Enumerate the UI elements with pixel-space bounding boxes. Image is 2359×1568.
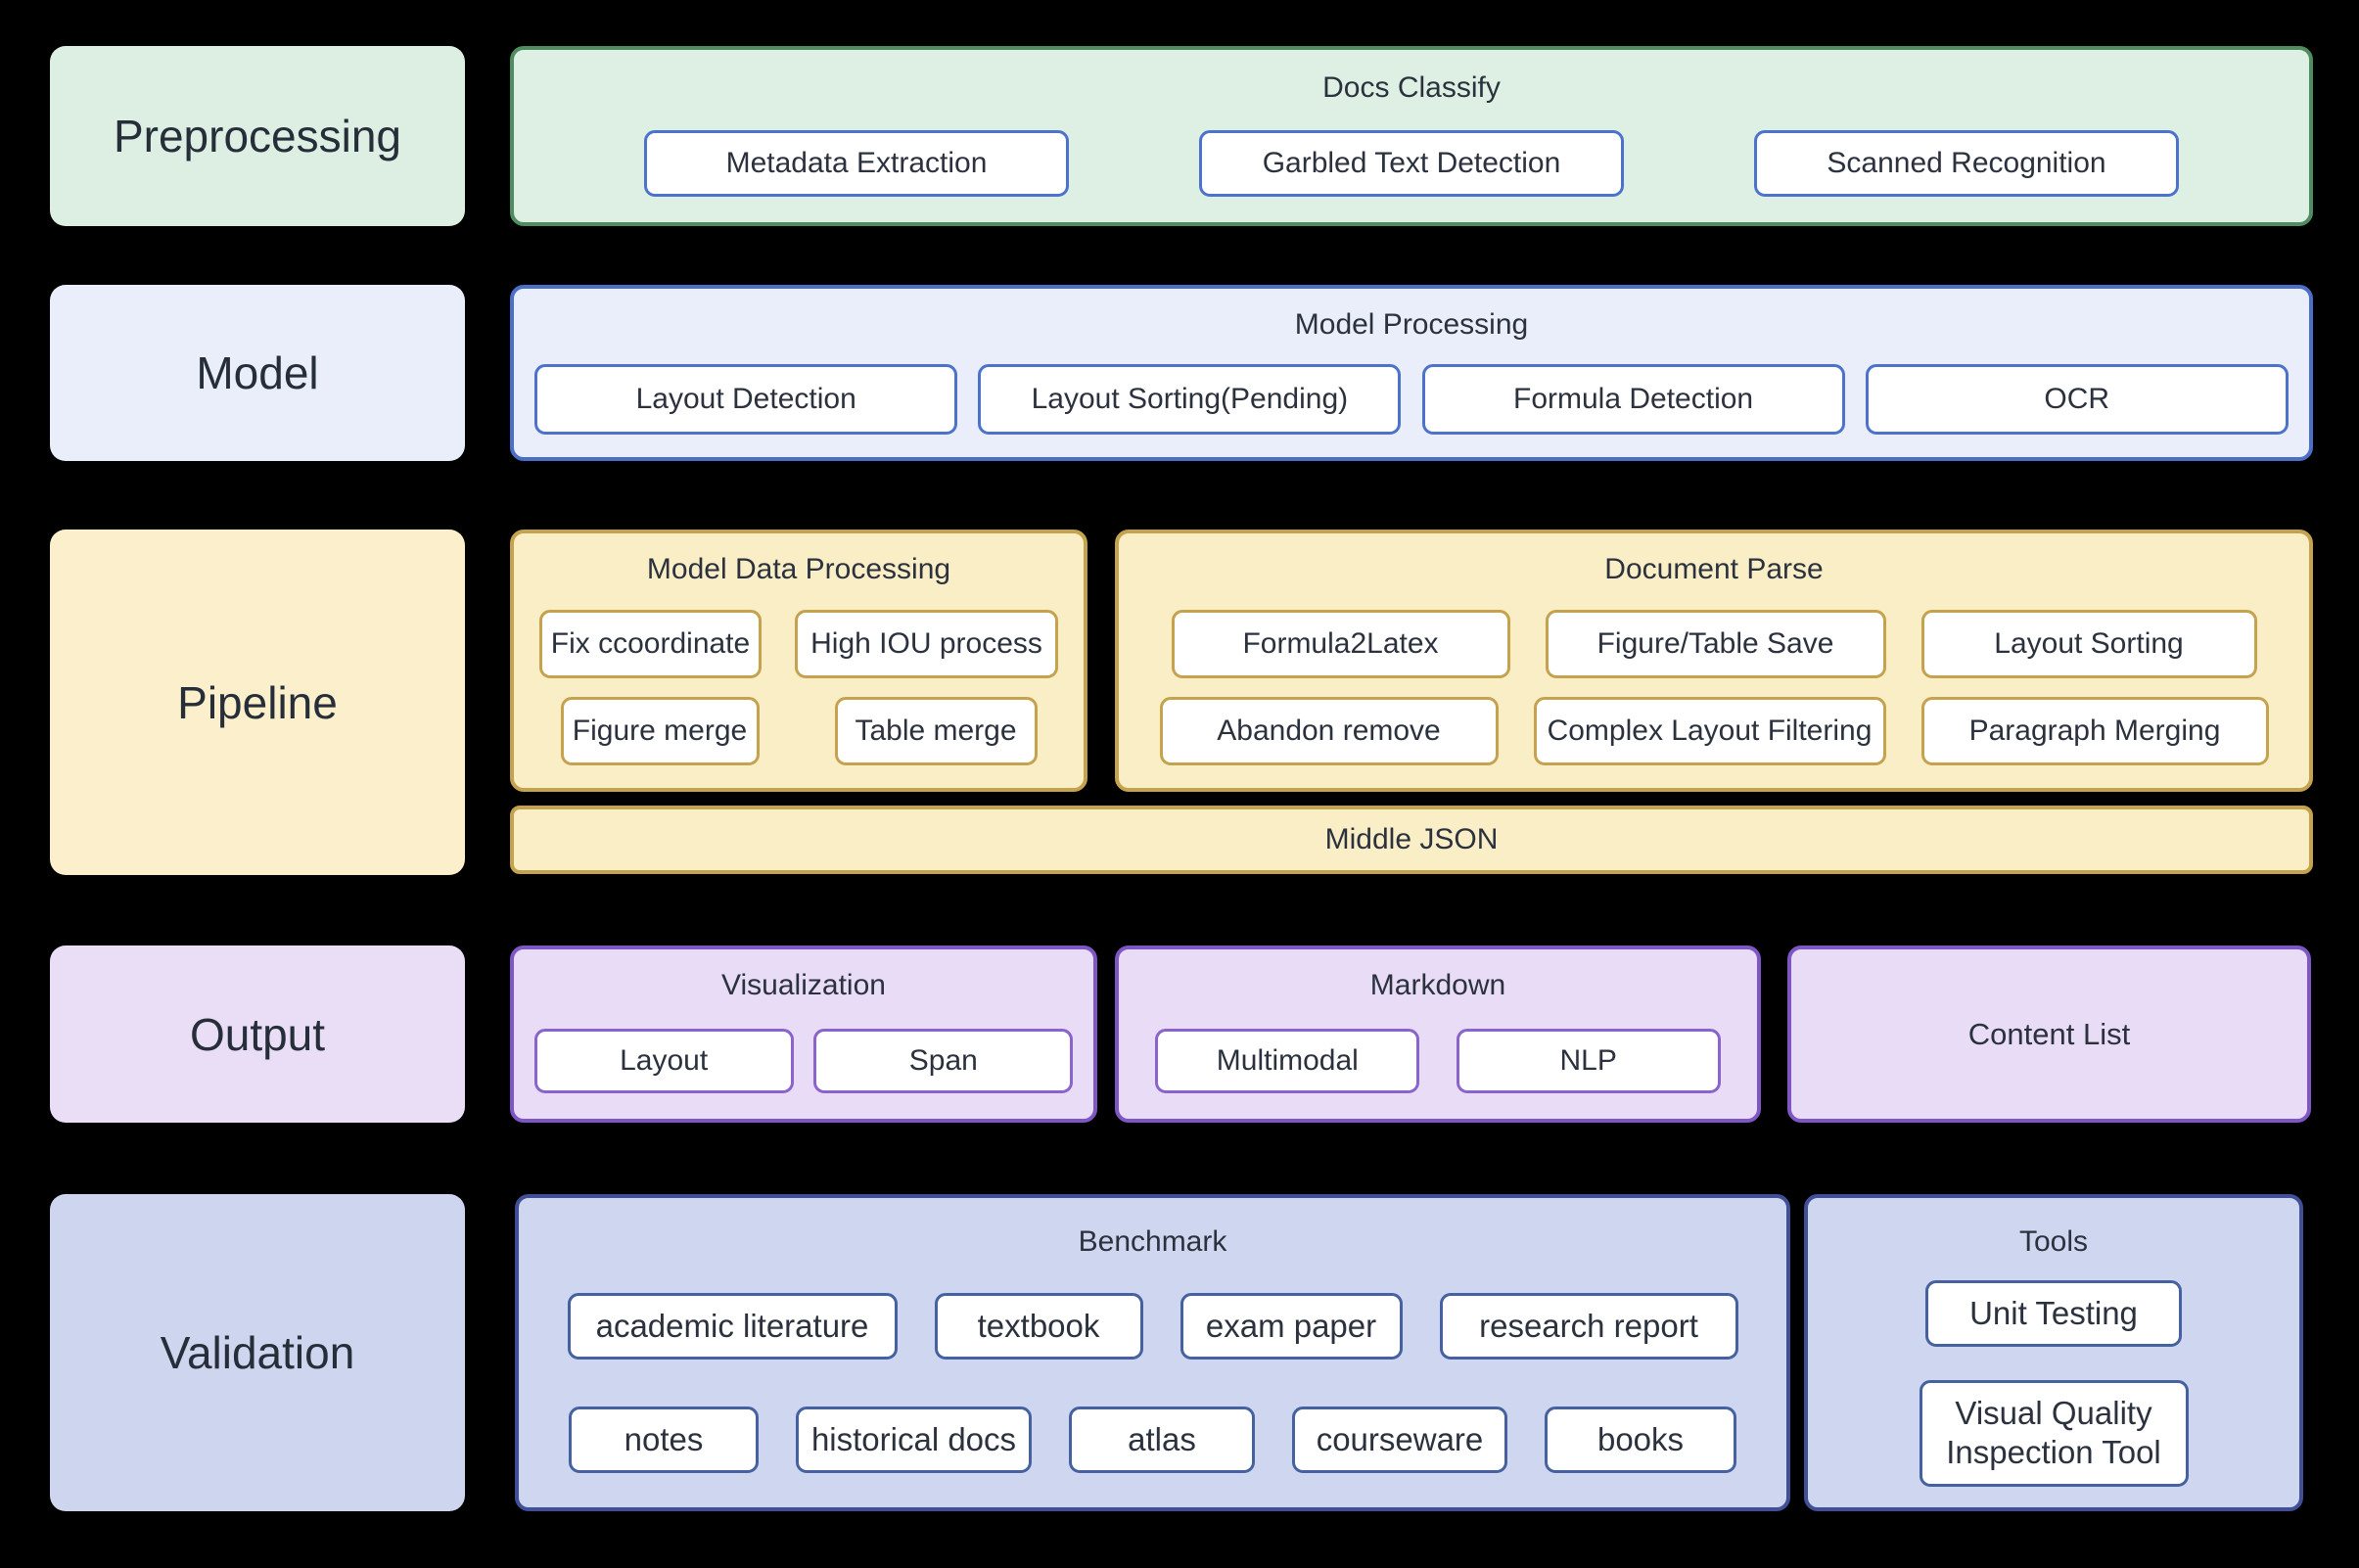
box-textbook: textbook <box>934 1293 1143 1360</box>
box-fix-ccoordinate: Fix ccoordinate <box>539 609 762 678</box>
box-multimodal: Multimodal <box>1155 1028 1420 1093</box>
box-high-iou-process: High IOU process <box>795 609 1058 678</box>
box-academic-literature: academic literature <box>567 1293 898 1360</box>
box-atlas: atlas <box>1069 1407 1255 1473</box>
box-scanned-recognition: Scanned Recognition <box>1754 130 2179 197</box>
box-layout: Layout <box>533 1028 794 1093</box>
box-courseware: courseware <box>1292 1407 1507 1473</box>
container-title-docs-classify: Docs Classify <box>1322 71 1501 104</box>
box-layout-sorting: Layout Sorting <box>1920 609 2257 678</box>
box-books: books <box>1545 1407 1736 1473</box>
bar-middle-json: Middle JSON <box>510 806 2313 874</box>
container-title-model-processing: Model Processing <box>1294 308 1529 341</box>
box-formula2latex: Formula2Latex <box>1171 609 1510 678</box>
box-garbled-text-detection: Garbled Text Detection <box>1199 130 1624 197</box>
box-layout-sorting-pending: Layout Sorting(Pending) <box>978 364 1402 435</box>
box-paragraph-merging: Paragraph Merging <box>1920 696 2269 765</box>
row-label-output: Output <box>50 945 465 1123</box>
box-metadata-extraction: Metadata Extraction <box>644 130 1069 197</box>
container-content-list: Content List <box>1787 945 2311 1123</box>
container-label-content-list: Content List <box>1967 1016 2131 1051</box>
container-title-document-parse: Document Parse <box>1604 553 1824 585</box>
container-title-model-data-processing: Model Data Processing <box>646 553 951 585</box>
box-unit-testing: Unit Testing <box>1925 1279 2182 1347</box>
box-figure-table-save: Figure/Table Save <box>1545 609 1886 678</box>
box-exam-paper: exam paper <box>1180 1293 1403 1360</box>
box-abandon-remove: Abandon remove <box>1159 696 1499 765</box>
container-benchmark: Benchmark academic literature textbook exam… <box>515 1194 1790 1511</box>
box-nlp: NLP <box>1456 1028 1721 1093</box>
box-layout-detection: Layout Detection <box>534 364 958 435</box>
box-formula-detection: Formula Detection <box>1421 364 1845 435</box>
row-label-model: Model <box>50 285 465 461</box>
box-ocr: OCR <box>1865 364 2289 435</box>
box-historical-docs: historical docs <box>796 1407 1032 1473</box>
box-table-merge: Table merge <box>834 696 1038 765</box>
container-title-visualization: Visualization <box>721 969 886 1001</box>
box-figure-merge: Figure merge <box>560 696 760 765</box>
container-title-markdown: Markdown <box>1369 969 1506 1001</box>
row-label-pipeline: Pipeline <box>50 530 465 875</box>
box-complex-layout-filtering: Complex Layout Filtering <box>1533 696 1886 765</box>
container-title-benchmark: Benchmark <box>1078 1225 1227 1258</box>
box-span: Span <box>813 1028 1074 1093</box>
box-notes: notes <box>569 1407 759 1473</box>
container-title-tools: Tools <box>2018 1225 2089 1258</box>
row-label-preprocessing: Preprocessing <box>50 46 465 226</box>
box-visual-quality-inspection-tool: Visual Quality Inspection Tool <box>1919 1379 2189 1487</box>
row-label-validation: Validation <box>50 1194 465 1511</box>
box-research-report: research report <box>1439 1293 1738 1360</box>
